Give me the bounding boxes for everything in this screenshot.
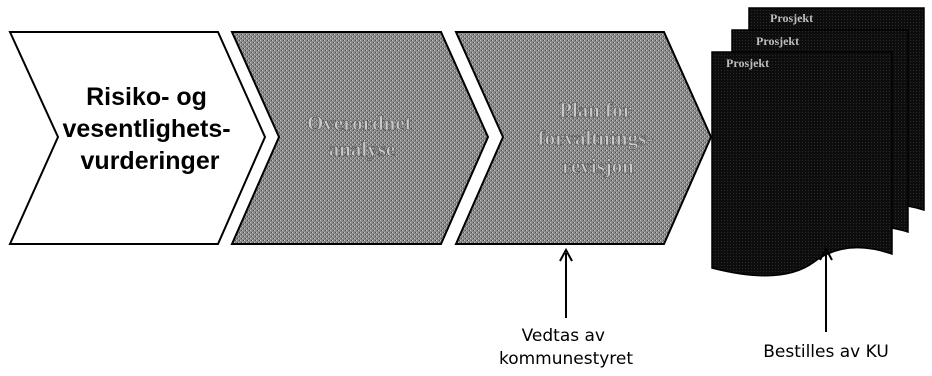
step-2-shape: [230, 31, 490, 245]
up-arrow-icon: [819, 246, 833, 261]
annotation-vedtas-text: Vedtas av kommunestyret: [499, 326, 633, 369]
document-label-middle: Prosjekt: [756, 34, 799, 48]
annotation-vedtas-line-2: kommunestyret: [499, 349, 633, 369]
document-label-back: Prosjekt: [770, 11, 813, 25]
step-3-label: Plan for forvaltnings- revisjon: [538, 98, 659, 178]
step-3-shape: [454, 31, 713, 245]
step-1-line-1: Risiko- og: [86, 83, 207, 111]
step-2-line-1: Overordnet: [307, 111, 412, 135]
step-3-chevron: Plan for forvaltnings- revisjon: [454, 31, 713, 245]
document-page-front: [711, 51, 893, 277]
annotation-bestilles-text: Bestilles av KU: [763, 342, 889, 362]
step-1-label: Risiko- og vesentlighets- vurderinger: [62, 83, 237, 175]
step-3-line-1: Plan for: [559, 98, 632, 122]
document-label-front: Prosjekt: [726, 56, 769, 70]
annotation-vedtas: Vedtas av kommunestyret: [499, 247, 633, 369]
step-1-chevron: Risiko- og vesentlighets- vurderinger: [8, 31, 267, 245]
annotation-bestilles-line-1: Bestilles av KU: [763, 342, 889, 362]
step-1-line-2: vesentlighets-: [62, 115, 230, 143]
step-2-line-2: analyse: [329, 137, 396, 161]
step-3-line-2: forvaltnings-: [538, 126, 654, 150]
step-1-shape: [8, 31, 267, 245]
annotation-vedtas-line-1: Vedtas av: [522, 326, 605, 346]
up-arrow-icon: [559, 247, 573, 262]
annotation-bestilles: Bestilles av KU: [763, 246, 889, 362]
step-3-line-3: revisjon: [562, 154, 634, 178]
document-stack: Prosjekt Prosjekt Prosjekt: [711, 7, 925, 277]
step-2-label: Overordnet analyse: [307, 111, 417, 161]
step-1-line-3: vurderinger: [81, 147, 220, 175]
step-2-chevron: Overordnet analyse: [230, 31, 490, 245]
